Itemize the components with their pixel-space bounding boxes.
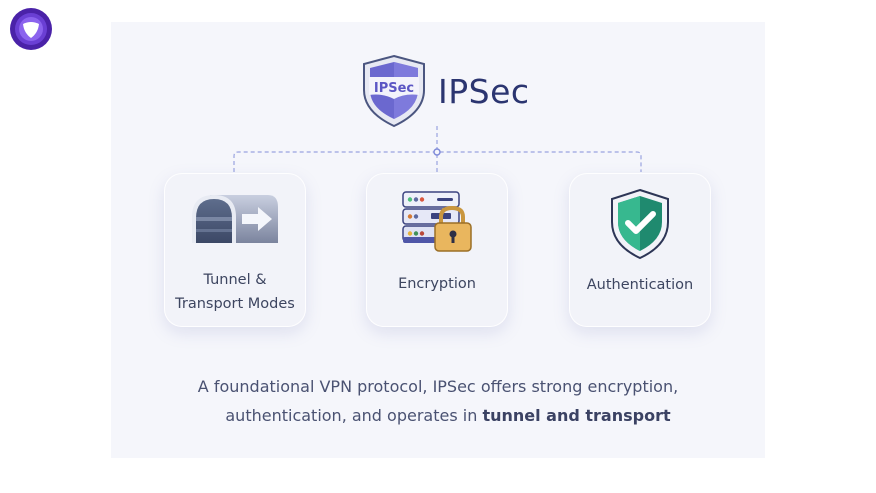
server-lock-icon: [401, 190, 473, 258]
ipsec-shield-icon: IPSec: [363, 54, 425, 128]
description: A foundational VPN protocol, IPSec offer…: [0, 372, 876, 430]
purple-shield-logo-icon: [10, 8, 52, 50]
page-title: IPSec: [438, 71, 530, 111]
card-label: Tunnel & Transport Modes: [164, 268, 306, 316]
brand-logo: [9, 7, 53, 51]
tunnel-arrow-icon: [190, 193, 280, 249]
card-label-line2: Transport Modes: [175, 296, 295, 312]
shield-check-icon: [608, 188, 672, 264]
description-line2-text: authentication, and operates in: [225, 406, 483, 425]
description-line2: authentication, and operates in tunnel a…: [0, 401, 876, 430]
card-authentication: Authentication: [569, 173, 711, 327]
card-label: Encryption: [398, 276, 476, 292]
description-line2-bold: tunnel and transport: [482, 406, 671, 425]
card-encryption: Encryption: [366, 173, 508, 327]
card-tunnel-transport: Tunnel & Transport Modes: [164, 173, 306, 327]
card-label-line1: Tunnel &: [203, 272, 267, 288]
card-label: Authentication: [586, 277, 694, 293]
description-line1: A foundational VPN protocol, IPSec offer…: [197, 377, 679, 396]
svg-text:IPSec: IPSec: [374, 81, 414, 96]
title-row: IPSec IPSec: [360, 54, 530, 128]
